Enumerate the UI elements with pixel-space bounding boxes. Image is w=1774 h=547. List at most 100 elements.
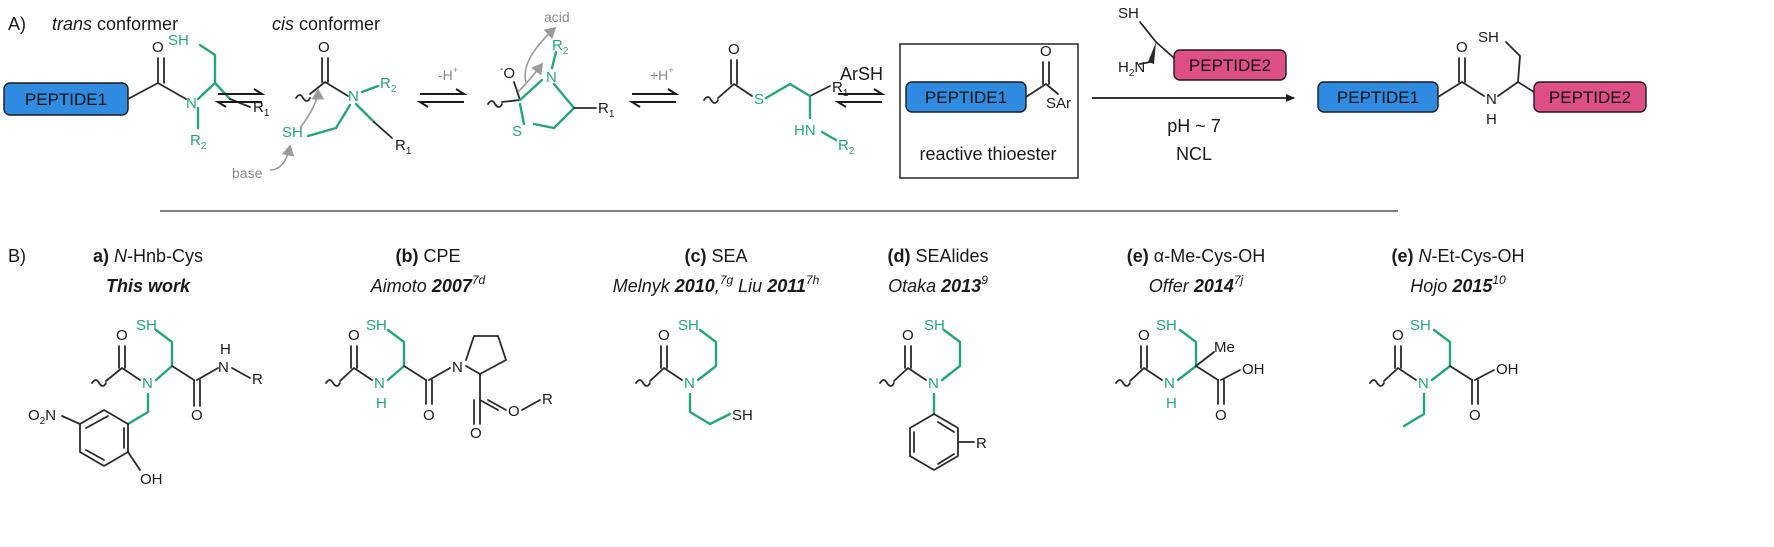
wavy-bond: [295, 94, 311, 102]
structure-n-et-cys: O N SH O OH: [1369, 317, 1519, 428]
equilibrium-arrow-2: -H+: [416, 65, 468, 108]
svg-text:SH: SH: [1478, 29, 1499, 46]
svg-text:Offer 20147j: Offer 20147j: [1149, 273, 1244, 296]
svg-text:SH: SH: [282, 124, 303, 141]
svg-text:N: N: [374, 375, 385, 392]
device-e2-header: (e) N-Et-Cys-OH Hojo 201510: [1391, 246, 1524, 296]
svg-text:O: O: [1215, 407, 1227, 424]
svg-text:SH: SH: [1410, 317, 1431, 334]
svg-text:-O: -O: [500, 64, 515, 82]
svg-text:PEPTIDE1: PEPTIDE1: [1337, 88, 1419, 107]
svg-text:N: N: [142, 375, 153, 392]
svg-text:R1: R1: [253, 99, 270, 119]
svg-text:OH: OH: [140, 471, 163, 488]
svg-text:SH: SH: [366, 317, 387, 334]
svg-text:(d) SEAlides: (d) SEAlides: [887, 246, 988, 266]
panel-a-label: A): [8, 14, 26, 34]
device-e1-header: (e) α-Me-Cys-OH Offer 20147j: [1127, 246, 1265, 296]
svg-text:SH: SH: [732, 407, 753, 424]
trans-conformer-structure: PEPTIDE1 O N SH R2 R1: [3, 32, 270, 152]
svg-text:N: N: [928, 375, 939, 392]
svg-text:O: O: [191, 407, 203, 424]
svg-text:N: N: [1418, 375, 1429, 392]
svg-text:SH: SH: [1118, 5, 1139, 22]
svg-text:(c) SEA: (c) SEA: [684, 246, 747, 266]
svg-text:O: O: [470, 425, 482, 442]
structure-hnb-cys: O N SH O N H R O2N OH: [28, 317, 263, 488]
svg-text:Me: Me: [1214, 339, 1235, 356]
svg-text:Hojo 201510: Hojo 201510: [1410, 273, 1506, 296]
trans-conformer-title: trans conformer: [52, 14, 178, 34]
svg-text:H: H: [1486, 111, 1497, 128]
structure-sea: O N SH SH: [635, 317, 753, 426]
svg-text:(b) CPE: (b) CPE: [395, 246, 460, 266]
svg-text:N: N: [1486, 91, 1497, 108]
svg-text:R2: R2: [190, 132, 207, 152]
svg-text:R: R: [542, 391, 553, 408]
svg-text:N: N: [684, 375, 695, 392]
svg-text:H2N: H2N: [1118, 59, 1145, 79]
reactive-thioester-label: reactive thioester: [919, 144, 1056, 164]
svg-text:N: N: [1164, 375, 1175, 392]
svg-text:SH: SH: [136, 317, 157, 334]
svg-text:base: base: [232, 165, 263, 181]
svg-text:O: O: [508, 403, 520, 420]
svg-text:R2: R2: [552, 37, 569, 57]
svg-text:H: H: [1166, 395, 1177, 412]
svg-text:(e) α-Me-Cys-OH: (e) α-Me-Cys-OH: [1127, 246, 1265, 266]
svg-text:R1: R1: [395, 137, 412, 157]
peptide2-pill-reagent: [1173, 49, 1287, 81]
ncl-reaction-arrow: pH ~ 7 NCL: [1092, 94, 1295, 164]
equilibrium-arrow-4: ArSH: [834, 64, 886, 108]
svg-text:OH: OH: [1242, 361, 1265, 378]
svg-text:O: O: [1456, 39, 1468, 56]
svg-text:H: H: [376, 395, 387, 412]
tetrahedral-intermediate: -O N R2 S R1 acid: [487, 9, 615, 140]
svg-text:O: O: [1040, 43, 1052, 60]
svg-text:H: H: [220, 341, 231, 358]
svg-text:Melnyk 2010,7g Liu 20117h: Melnyk 2010,7g Liu 20117h: [613, 273, 820, 296]
svg-text:Aimoto 20077d: Aimoto 20077d: [370, 273, 486, 296]
svg-text:O: O: [728, 41, 740, 58]
svg-text:N: N: [452, 359, 463, 376]
svg-text:R2: R2: [838, 137, 855, 157]
peptide2-pill-product: [1533, 81, 1647, 113]
svg-text:O: O: [423, 407, 435, 424]
svg-text:R: R: [252, 371, 263, 388]
svg-text:N: N: [348, 88, 359, 105]
svg-text:PEPTIDE1: PEPTIDE1: [925, 88, 1007, 107]
svg-text:SH: SH: [168, 32, 189, 49]
structure-sealides: O N SH R: [879, 317, 987, 471]
svg-text:+H+: +H+: [650, 65, 674, 83]
svg-text:O: O: [658, 327, 670, 344]
svg-text:R: R: [976, 435, 987, 452]
device-b-header: (b) CPE Aimoto 20077d: [370, 246, 486, 296]
svg-text:O: O: [1469, 407, 1481, 424]
svg-text:SH: SH: [678, 317, 699, 334]
svg-text:O2N: O2N: [28, 407, 56, 427]
svg-text:OH: OH: [1496, 361, 1519, 378]
svg-text:This work: This work: [106, 276, 191, 296]
equilibrium-arrow-1: [214, 88, 266, 108]
cys-peptide2-reagent: SH H2N PEPTIDE2: [1118, 5, 1287, 81]
svg-text:O: O: [318, 39, 330, 56]
svg-text:SH: SH: [924, 317, 945, 334]
svg-text:SH: SH: [1156, 317, 1177, 334]
svg-text:O: O: [902, 327, 914, 344]
svg-text:acid: acid: [544, 9, 570, 25]
svg-text:(e) N-Et-Cys-OH: (e) N-Et-Cys-OH: [1391, 246, 1524, 266]
svg-text:O: O: [116, 327, 128, 344]
ph-condition: pH ~ 7: [1167, 116, 1221, 136]
structure-cpe: O N H SH O N O O R: [325, 317, 553, 442]
svg-text:-H+: -H+: [438, 65, 458, 83]
svg-text:PEPTIDE2: PEPTIDE2: [1189, 56, 1271, 75]
equilibrium-arrow-3: +H+: [628, 65, 680, 108]
svg-text:S: S: [512, 123, 522, 140]
svg-text:Otaka 20139: Otaka 20139: [888, 273, 988, 296]
svg-text:HN: HN: [794, 122, 816, 139]
svg-text:O: O: [1392, 327, 1404, 344]
svg-text:N: N: [218, 359, 229, 376]
device-a-header: a) N-Hnb-Cys This work: [93, 246, 203, 296]
svg-text:N: N: [546, 69, 557, 86]
device-d-header: (d) SEAlides Otaka 20139: [887, 246, 988, 296]
